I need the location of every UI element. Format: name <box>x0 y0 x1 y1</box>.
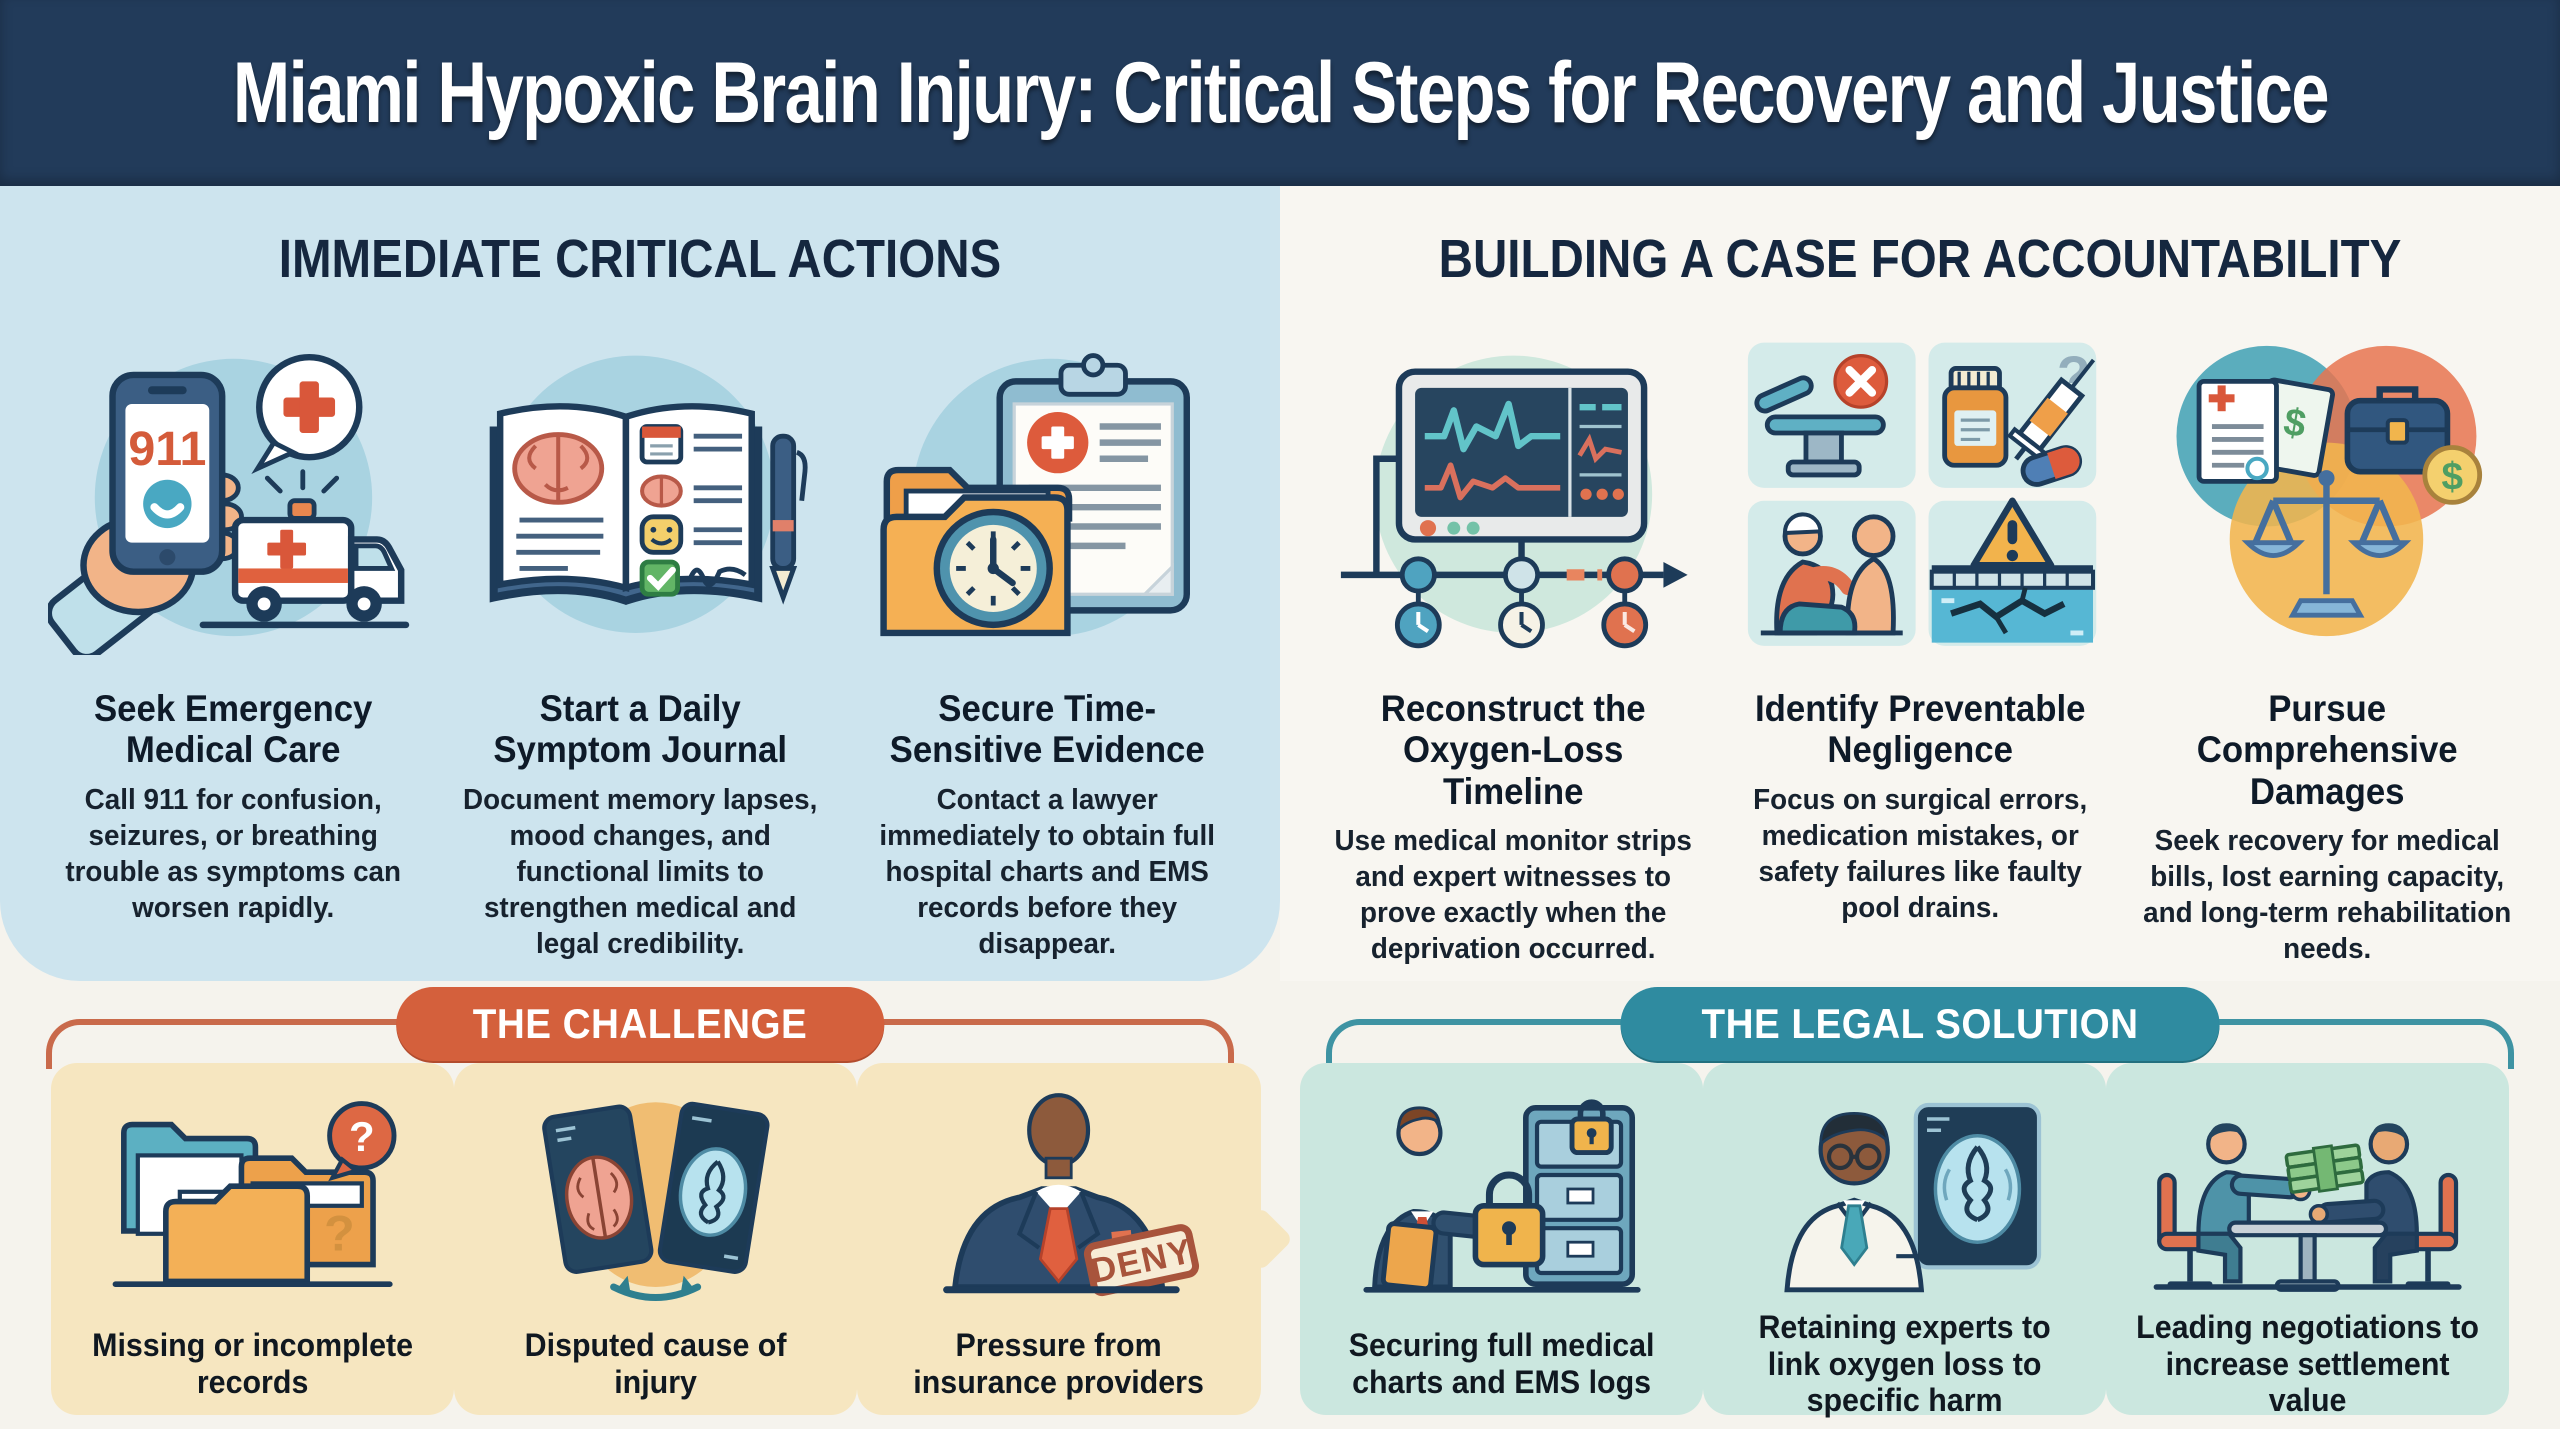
solution-caption: Securing full medical charts and EMS log… <box>1348 1327 1654 1400</box>
solution-caption: Leading negotiations to increase settlem… <box>2136 1308 2479 1419</box>
action-title: Secure Time-Sensitive Evidence <box>889 688 1205 771</box>
question-mark-glyph: ? <box>349 1113 375 1160</box>
emergency-call-illustration: 911 <box>40 308 426 680</box>
case-title: Reconstruct the Oxygen-Loss Timeline <box>1380 688 1646 812</box>
solution-badge: THE LEGAL SOLUTION <box>1620 987 2220 1061</box>
case-title: Pursue Comprehensive Damages <box>2196 688 2458 812</box>
negotiation-illustration <box>2118 1077 2497 1315</box>
challenge-caption: Missing or incomplete records <box>92 1327 414 1400</box>
challenge-card-disputed-cause: Disputed cause of injury <box>454 1063 858 1415</box>
disputed-cause-illustration <box>466 1077 845 1315</box>
deny-stamp-man-icon: DENY <box>943 1093 1200 1297</box>
missing-records-illustration: ? ? <box>63 1077 442 1315</box>
medical-charts-lock-illustration <box>1312 1077 1691 1315</box>
bottom-section: THE CHALLENGE THE LEGAL SOLUTION <box>0 981 2560 1429</box>
challenge-caption: Disputed cause of injury <box>524 1327 787 1400</box>
solution-card-negotiation: Leading negotiations to increase settlem… <box>2105 1063 2510 1419</box>
case-description: Use medical monitor strips and expert wi… <box>1334 825 1692 966</box>
comprehensive-damages-illustration: $ $ <box>2134 308 2520 680</box>
solution-badge-label: THE LEGAL SOLUTION <box>1701 1000 2139 1047</box>
dollar-glyph: $ <box>2442 455 2464 498</box>
section-immediate-actions: IMMEDIATE CRITICAL ACTIONS <box>0 186 1280 981</box>
case-description: Seek recovery for medical bills, lost ea… <box>2142 825 2511 966</box>
negligence-grid-icon: ? <box>1747 342 2096 646</box>
action-title: Seek Emergency Medical Care <box>93 688 373 771</box>
case-item-damages: $ $ <box>2134 308 2520 968</box>
section-heading-immediate: IMMEDIATE CRITICAL ACTIONS <box>278 229 1002 289</box>
challenge-badge-label: THE CHALLENGE <box>472 1000 808 1047</box>
preventable-negligence-illustration: ? <box>1727 308 2113 680</box>
case-item-timeline: Reconstruct the Oxygen-Loss Timeline Use… <box>1320 308 1706 968</box>
page-title: Miami Hypoxic Brain Injury: Critical Ste… <box>232 44 2329 141</box>
settlement-table-icon <box>2153 1123 2462 1292</box>
action-description: Contact a lawyer immediately to obtain f… <box>878 783 1215 960</box>
section-accountability: BUILDING A CASE FOR ACCOUNTABILITY <box>1280 186 2560 981</box>
clipboard-folder-clock-icon <box>880 352 1191 636</box>
challenge-caption: Pressure from insurance providers <box>913 1327 1205 1400</box>
insurance-pressure-illustration: DENY <box>869 1077 1248 1315</box>
folders-question-icon: ? ? <box>112 1101 397 1287</box>
bottom-cards-row: ? ? Missing or incomplete records <box>0 1063 2560 1419</box>
section-heading-accountability: BUILDING A CASE FOR ACCOUNTABILITY <box>1438 229 2402 289</box>
case-title: Identify Preventable Negligence <box>1754 688 2086 771</box>
monitor-timeline-icon <box>1340 355 1688 649</box>
lawyer-locked-cabinet-icon <box>1363 1099 1642 1293</box>
main-sections: IMMEDIATE CRITICAL ACTIONS <box>0 186 2560 981</box>
doctor-brain-scan-icon <box>1784 1102 2041 1293</box>
action-title: Start a Daily Symptom Journal <box>493 688 787 771</box>
case-item-negligence: ? <box>1727 308 2113 968</box>
brain-scans-icon <box>542 1101 770 1301</box>
faded-question-glyph: ? <box>324 1205 355 1262</box>
header-bar: Miami Hypoxic Brain Injury: Critical Ste… <box>0 0 2560 186</box>
solution-caption: Retaining experts to link oxygen loss to… <box>1758 1308 2051 1419</box>
phone-911-ambulance-icon: 911 <box>47 353 409 656</box>
action-item-emergency-care: 911 <box>40 308 426 963</box>
challenge-bracket: THE CHALLENGE <box>0 987 1280 1069</box>
action-item-secure-evidence: Secure Time-Sensitive Evidence Contact a… <box>854 308 1240 963</box>
action-item-symptom-journal: Start a Daily Symptom Journal Document m… <box>447 308 833 963</box>
damages-venn-icon: $ $ <box>2176 345 2483 636</box>
solution-card-experts: Retaining experts to link oxygen loss to… <box>1702 1063 2106 1419</box>
action-description: Document memory lapses, mood changes, an… <box>462 783 818 960</box>
challenge-badge: THE CHALLENGE <box>396 987 884 1061</box>
journal-pen-icon <box>489 355 808 633</box>
expert-link-illustration <box>1715 1077 2094 1315</box>
solution-bracket: THE LEGAL SOLUTION <box>1280 987 2560 1069</box>
action-description: Call 911 for confusion, seizures, or bre… <box>65 783 402 924</box>
challenge-card-missing-records: ? ? Missing or incomplete records <box>51 1063 455 1415</box>
call-911-label: 911 <box>128 422 206 476</box>
case-description: Focus on surgical errors, medication mis… <box>1752 783 2088 924</box>
solution-card-medical-charts: Securing full medical charts and EMS log… <box>1299 1063 1703 1415</box>
oxygen-loss-timeline-illustration <box>1320 308 1706 680</box>
symptom-journal-illustration <box>447 308 833 680</box>
time-sensitive-evidence-illustration <box>854 308 1240 680</box>
challenge-card-insurance-pressure: DENY Pressure from insurance providers <box>857 1063 1261 1415</box>
